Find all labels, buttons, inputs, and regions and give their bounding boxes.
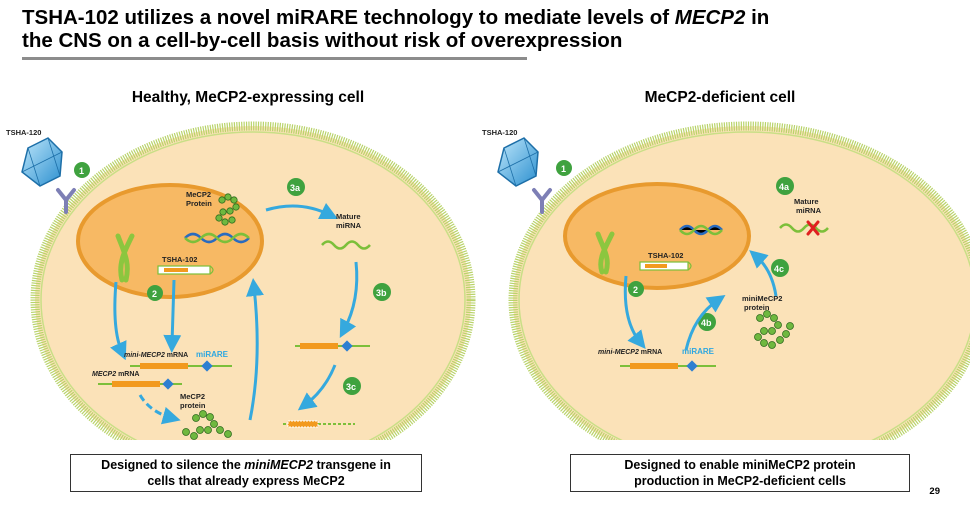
svg-text:1: 1 [79,166,84,176]
svg-text:4a: 4a [779,182,790,192]
left-caption-b: transgene in [313,458,391,472]
svg-text:1: 1 [561,164,566,174]
right-pathway-arrows [623,250,778,351]
left-transgene-icon [157,265,214,275]
right-mature-mirna-label-1: Mature [794,197,819,206]
left-caption-line2: cells that already express MeCP2 [147,474,345,488]
right-caption-line1: Designed to enable miniMeCP2 protein [624,458,856,472]
right-transgene-icon [639,261,692,271]
left-mirare-label: miRARE [196,350,229,359]
right-transgene-label: TSHA-102 [648,251,683,260]
right-vector-label: TSHA-120 [482,128,517,137]
left-mecp2-mrna-icon [98,378,182,390]
left-pathway-arrows [110,202,359,425]
left-virus-icon [21,137,63,187]
right-inhibited-x-icon [806,220,820,236]
left-lower-protein-label-2: protein [180,401,206,410]
right-chromosome-icon [595,231,615,275]
left-step-1-badge: 1 [74,162,90,178]
right-mini-protein-icon [754,310,794,349]
right-mature-mirna-label-2: miRNA [796,206,822,215]
svg-text:3c: 3c [346,382,356,392]
left-mini-mrna-icon [130,360,232,372]
left-mature-mirna-label-1: Mature [336,212,361,221]
right-step-4a-badge: 4a [776,177,794,195]
right-mature-mirna-icon [779,223,829,233]
svg-text:4c: 4c [774,264,784,274]
left-degraded-mrna-icon [283,420,355,428]
right-receptor-icon [532,188,552,214]
right-mini-mrna-label: mini-MECP2 mRNA [598,349,662,356]
right-dna-icon [679,224,723,236]
right-caption-line2: production in MeCP2-deficient cells [634,474,846,488]
right-panel-title: MeCP2-deficient cell [644,89,796,106]
left-nucleus [76,183,264,299]
left-mecp2-mrna-label: MECP2 mRNA [92,371,139,378]
left-step-3c-badge: 3c [343,377,361,395]
right-step-4c-badge: 4c [771,259,789,277]
slide-title: TSHA-102 utilizes a novel miRARE technol… [22,6,922,52]
left-panel-title: Healthy, MeCP2-expressing cell [131,89,365,106]
right-mini-mrna-icon [620,360,716,372]
right-mirare-label: miRARE [682,347,715,356]
left-chromosome-icon [115,233,135,283]
left-step-3b-badge: 3b [373,283,391,301]
right-virus-icon [497,137,539,187]
right-nucleus [563,182,751,290]
page-number: 29 [929,486,940,497]
right-caption-box: Designed to enable miniMeCP2 protein pro… [570,454,910,492]
right-step-2-badge: 2 [628,281,644,297]
left-lower-protein-icon [182,410,232,440]
right-mini-protein-label-1: miniMeCP2 [742,294,782,303]
left-mature-mirna-icon [321,240,371,250]
left-caption-italic: miniMECP2 [244,458,314,472]
left-lower-protein-label-1: MeCP2 [180,392,205,401]
left-protein-label-1: MeCP2 [186,190,211,199]
title-line1-a: TSHA-102 utilizes a novel miRARE technol… [22,6,675,29]
svg-text:2: 2 [633,285,638,295]
left-cell-membrane [30,121,476,440]
right-step-4b-badge: 4b [698,313,716,331]
left-dna-icon [184,232,250,244]
svg-text:4b: 4b [701,318,712,328]
title-line2: the CNS on a cell-by-cell basis without … [22,29,623,52]
left-protein-label-2: Protein [186,199,212,208]
left-nuclear-protein-icon [215,193,240,226]
left-step-3a-badge: 3a [287,178,305,196]
left-caption-a: Designed to silence the [101,458,245,472]
left-vector-label: TSHA-120 [6,128,41,137]
left-transgene-label: TSHA-102 [162,255,197,264]
left-step-2-badge: 2 [147,285,163,301]
left-cell [30,121,476,440]
left-receptor-icon [56,188,76,214]
title-line1-italic: MECP2 [674,6,746,29]
svg-text:3a: 3a [290,183,301,193]
title-underline [22,57,527,60]
left-mature-mirna-label-2: miRNA [336,221,362,230]
left-caption-box: Designed to silence the miniMECP2 transg… [70,454,422,492]
title-line1-b: in [745,6,770,29]
left-mini-mrna-label: mini-MECP2 mRNA [124,352,188,359]
right-mini-protein-label-2: protein [744,303,770,312]
svg-text:3b: 3b [376,288,387,298]
left-bound-mrna-icon [295,340,370,352]
right-step-1-badge: 1 [556,160,572,176]
svg-text:2: 2 [152,289,157,299]
